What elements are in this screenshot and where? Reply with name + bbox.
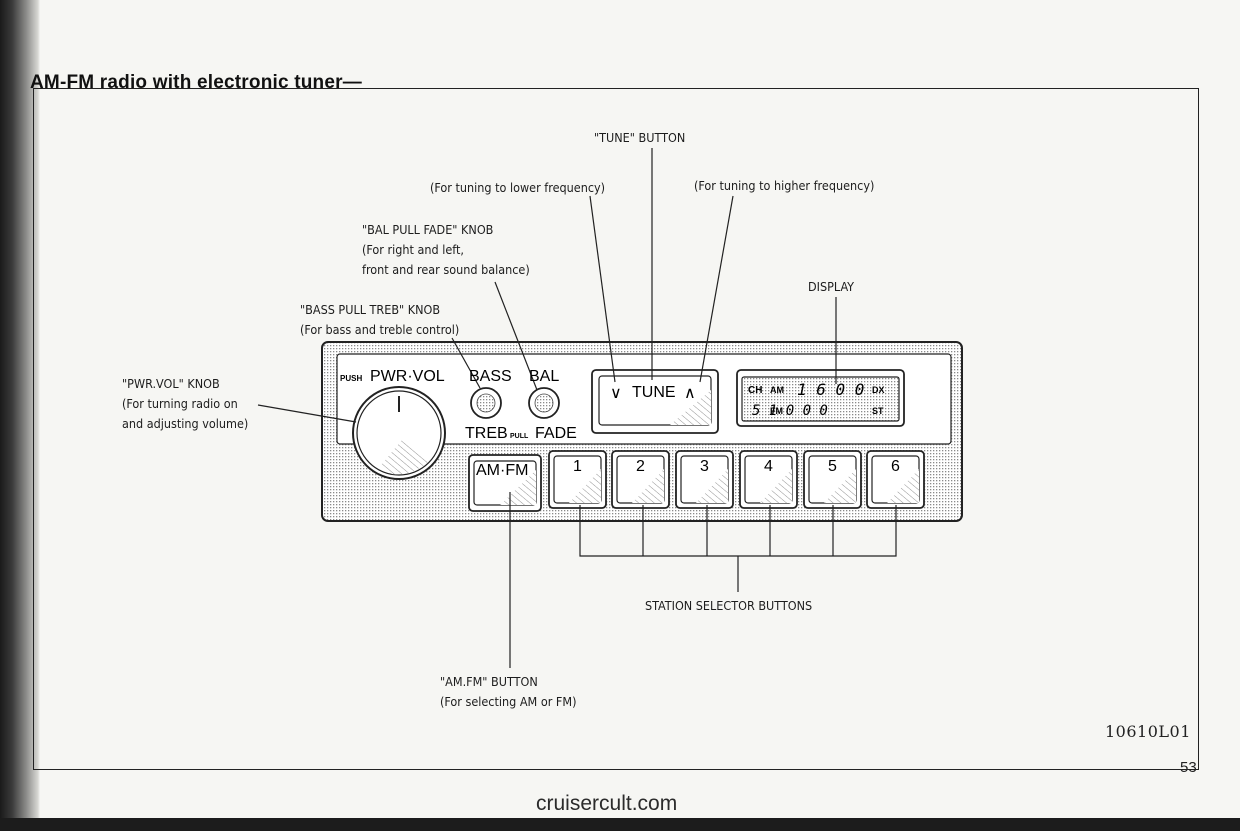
pull-label: PULL (510, 433, 529, 440)
display-dx: DX (872, 385, 885, 395)
preset-button-6[interactable]: 6 (866, 450, 925, 509)
preset-label-4: 4 (764, 458, 773, 475)
bass-knob-name: "BASS PULL TREB" KNOB (300, 302, 441, 317)
display-fm: FM (770, 406, 783, 416)
amfm-button-desc: (For selecting AM or FM) (440, 694, 577, 709)
bal-label: BAL (529, 368, 559, 385)
pwr-knob-desc2: and adjusting volume) (122, 416, 249, 431)
frequency-display (736, 369, 905, 427)
preset-label-2: 2 (636, 458, 645, 475)
watermark: cruisercult.com (536, 792, 678, 815)
preset-label-1: 1 (573, 458, 582, 475)
amfm-label: AM·FM (476, 462, 528, 479)
bass-knob-desc: (For bass and treble control) (300, 322, 460, 337)
preset-button-1[interactable]: 1 (548, 450, 607, 509)
amfm-button[interactable] (468, 454, 542, 512)
preset-label-6: 6 (891, 458, 900, 475)
treb-label: TREB (465, 425, 508, 442)
figure-frame (33, 88, 1199, 770)
bass-label: BASS (469, 368, 512, 385)
figure-id: 10610L01 (1105, 722, 1191, 741)
page-title: AM-FM radio with electronic tuner— (30, 72, 362, 93)
tune-lower-callout: (For tuning to lower frequency) (430, 180, 606, 195)
tune-label: TUNE (632, 384, 676, 401)
page-number: 53 (1180, 759, 1197, 776)
display-ch: CH (748, 385, 762, 396)
tune-button[interactable] (591, 369, 719, 434)
leader-lines (257, 148, 897, 668)
display-am: AM (770, 385, 784, 395)
display-callout: DISPLAY (808, 279, 855, 294)
pwr-vol-label: PWR·VOL (370, 368, 445, 385)
tune-up-icon: ∧ (684, 383, 696, 402)
bal-knob-desc1: (For right and left, (362, 242, 464, 257)
display-digits-top: 1 6 0 0 (797, 380, 864, 399)
scan-bottom-edge (0, 818, 1240, 831)
pwr-knob-callout: "PWR.VOL" KNOB (For turning radio on and… (122, 374, 248, 434)
pwr-knob-name: "PWR.VOL" KNOB (122, 376, 220, 391)
bal-knob-desc2: front and rear sound balance) (362, 262, 530, 277)
amfm-button-callout: "AM.FM" BUTTON (For selecting AM or FM) (440, 672, 576, 712)
preset-label-3: 3 (700, 458, 709, 475)
pwr-vol-knob[interactable] (352, 386, 446, 480)
push-label: PUSH (340, 374, 362, 383)
bal-fade-knob[interactable] (528, 387, 560, 419)
preset-button-2[interactable]: 2 (611, 450, 670, 509)
preset-button-3[interactable]: 3 (675, 450, 734, 509)
tune-higher-callout: (For tuning to higher frequency) (694, 178, 875, 193)
preset-buttons: 1 2 3 4 5 6 (548, 450, 925, 509)
tune-down-icon: ∨ (610, 383, 622, 402)
bal-knob-callout: "BAL PULL FADE" KNOB (For right and left… (362, 220, 530, 280)
station-buttons-callout: STATION SELECTOR BUTTONS (645, 598, 813, 613)
preset-button-5[interactable]: 5 (803, 450, 862, 509)
bass-treb-knob[interactable] (470, 387, 502, 419)
bal-knob-name: "BAL PULL FADE" KNOB (362, 222, 494, 237)
display-st: ST (872, 406, 884, 416)
preset-button-4[interactable]: 4 (739, 450, 798, 509)
fade-label: FADE (535, 425, 577, 442)
display-digits-bottom: 5 1 0 0 0 (752, 403, 828, 419)
amfm-button-name: "AM.FM" BUTTON (440, 674, 538, 689)
tune-button-callout: "TUNE" BUTTON (594, 130, 686, 145)
pwr-knob-desc1: (For turning radio on (122, 396, 238, 411)
preset-label-5: 5 (828, 458, 837, 475)
bass-knob-callout: "BASS PULL TREB" KNOB (For bass and treb… (300, 300, 459, 340)
